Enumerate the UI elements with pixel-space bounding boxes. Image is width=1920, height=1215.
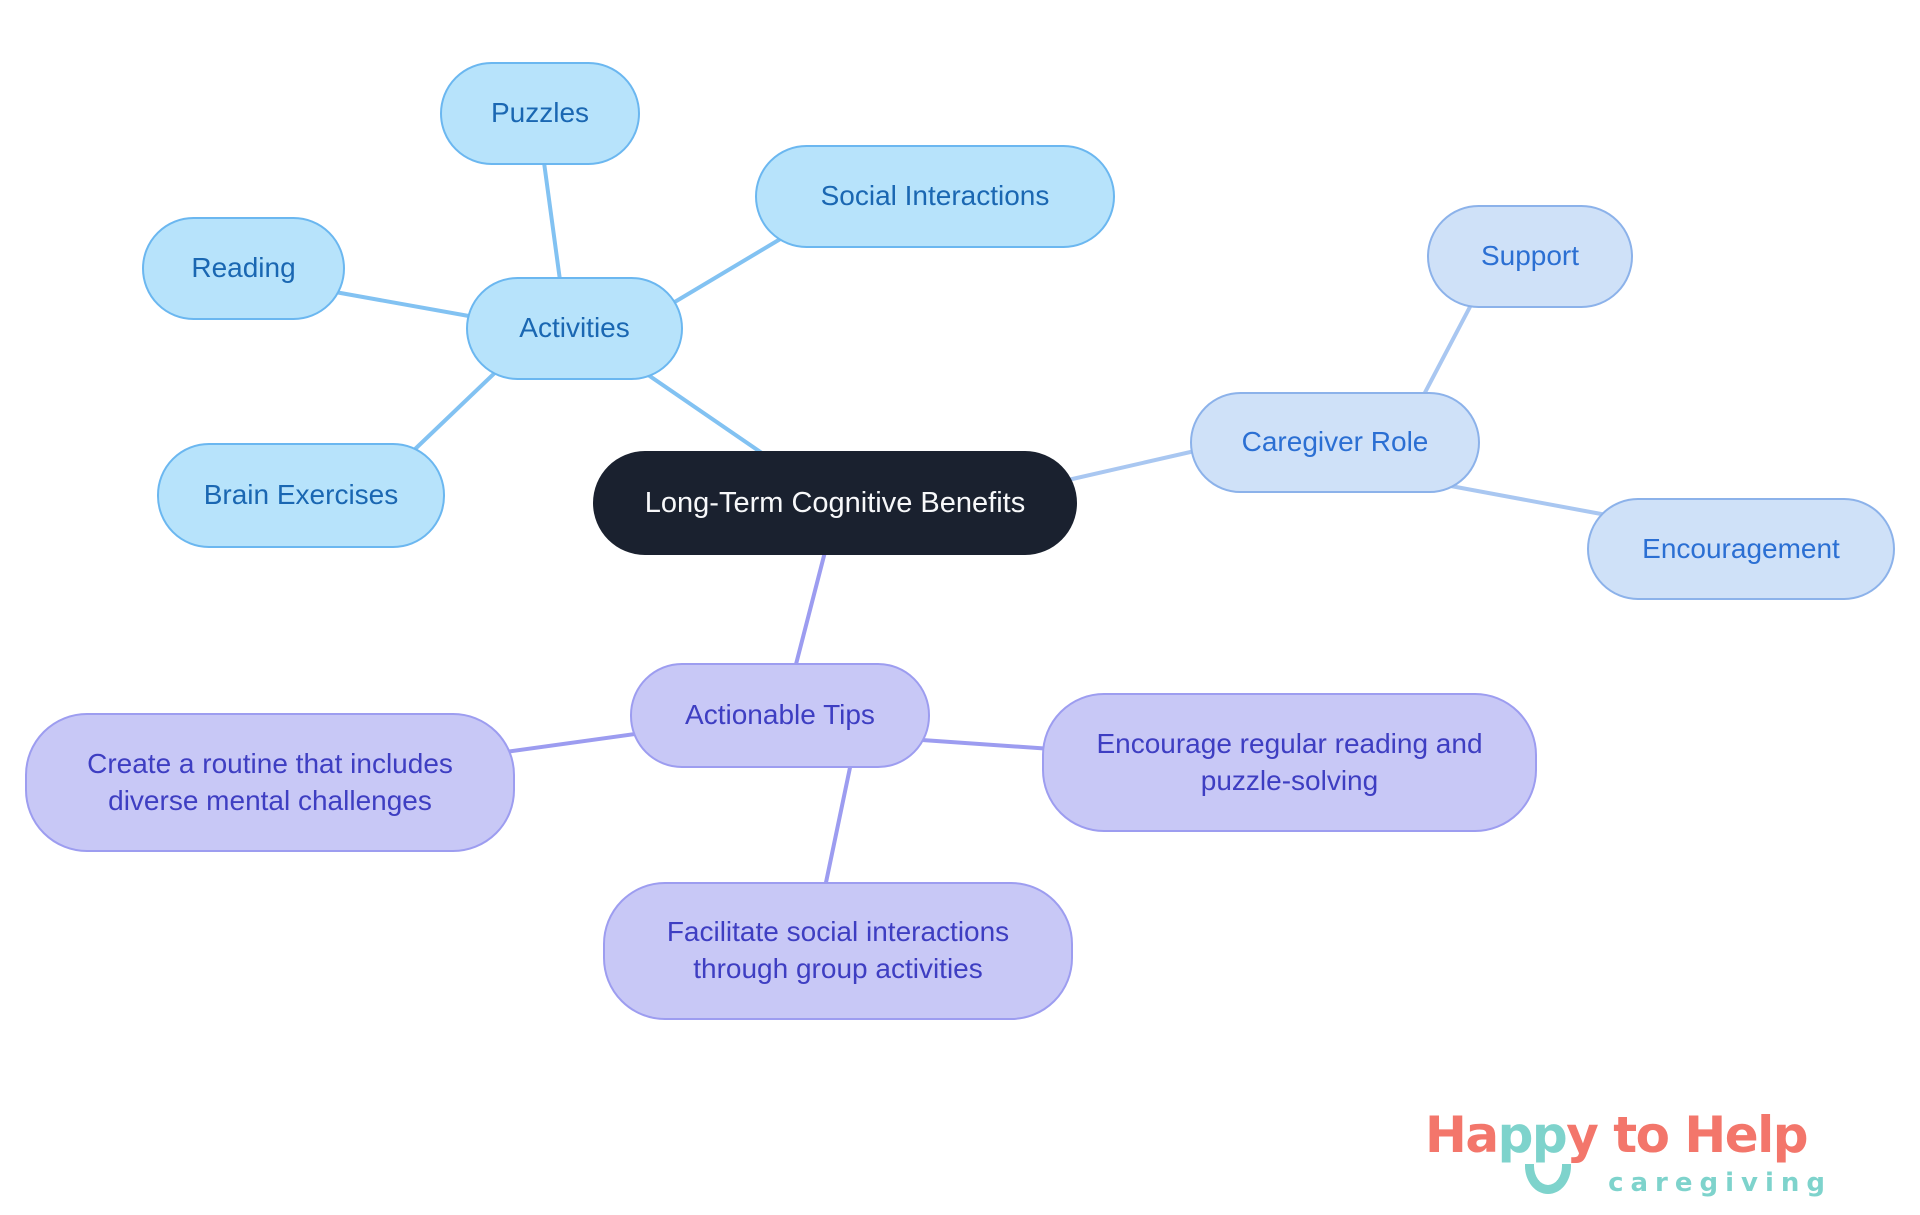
- edge-actionable-tips-tip-reading: [920, 738, 1054, 751]
- edge-central-activities: [636, 366, 774, 462]
- node-actionable-tips: Actionable Tips: [630, 663, 930, 768]
- logo-tagline: caregiving: [1608, 1168, 1832, 1198]
- node-central: Long-Term Cognitive Benefits: [593, 451, 1077, 555]
- logo-happy-to-help: Happy to Help caregiving: [1425, 1106, 1880, 1206]
- node-tip-social: Facilitate social interactions through g…: [603, 882, 1073, 1020]
- logo-wordmark: Happy to Help: [1425, 1106, 1880, 1164]
- smile-icon: [1525, 1164, 1571, 1194]
- logo-text-segment-ha: Ha: [1425, 1106, 1499, 1164]
- node-support: Support: [1427, 205, 1633, 308]
- node-puzzles: Puzzles: [440, 62, 640, 165]
- node-caregiver-role: Caregiver Role: [1190, 392, 1480, 493]
- node-activities: Activities: [466, 277, 683, 380]
- node-reading: Reading: [142, 217, 345, 320]
- edge-activities-reading: [333, 290, 482, 320]
- edge-caregiver-role-encouragement: [1438, 482, 1614, 518]
- node-tip-routine: Create a routine that includes diverse m…: [25, 713, 515, 852]
- logo-text-segment-pp: pp: [1497, 1106, 1568, 1164]
- node-encouragement: Encouragement: [1587, 498, 1895, 600]
- node-social-interactions: Social Interactions: [755, 145, 1115, 248]
- edge-caregiver-role-support: [1418, 301, 1474, 404]
- node-brain-exercises: Brain Exercises: [157, 443, 445, 548]
- edge-central-caregiver-role: [1066, 446, 1210, 482]
- edge-activities-social-interactions: [666, 236, 784, 308]
- edge-activities-puzzles: [541, 153, 564, 297]
- edge-activities-brain-exercises: [410, 364, 504, 454]
- edge-actionable-tips-tip-social: [822, 756, 854, 894]
- node-tip-reading: Encourage regular reading and puzzle-sol…: [1042, 693, 1537, 832]
- logo-text-segment-y-to-help: y to Help: [1566, 1106, 1808, 1164]
- edge-actionable-tips-tip-routine: [503, 731, 644, 754]
- edge-central-actionable-tips: [792, 546, 828, 674]
